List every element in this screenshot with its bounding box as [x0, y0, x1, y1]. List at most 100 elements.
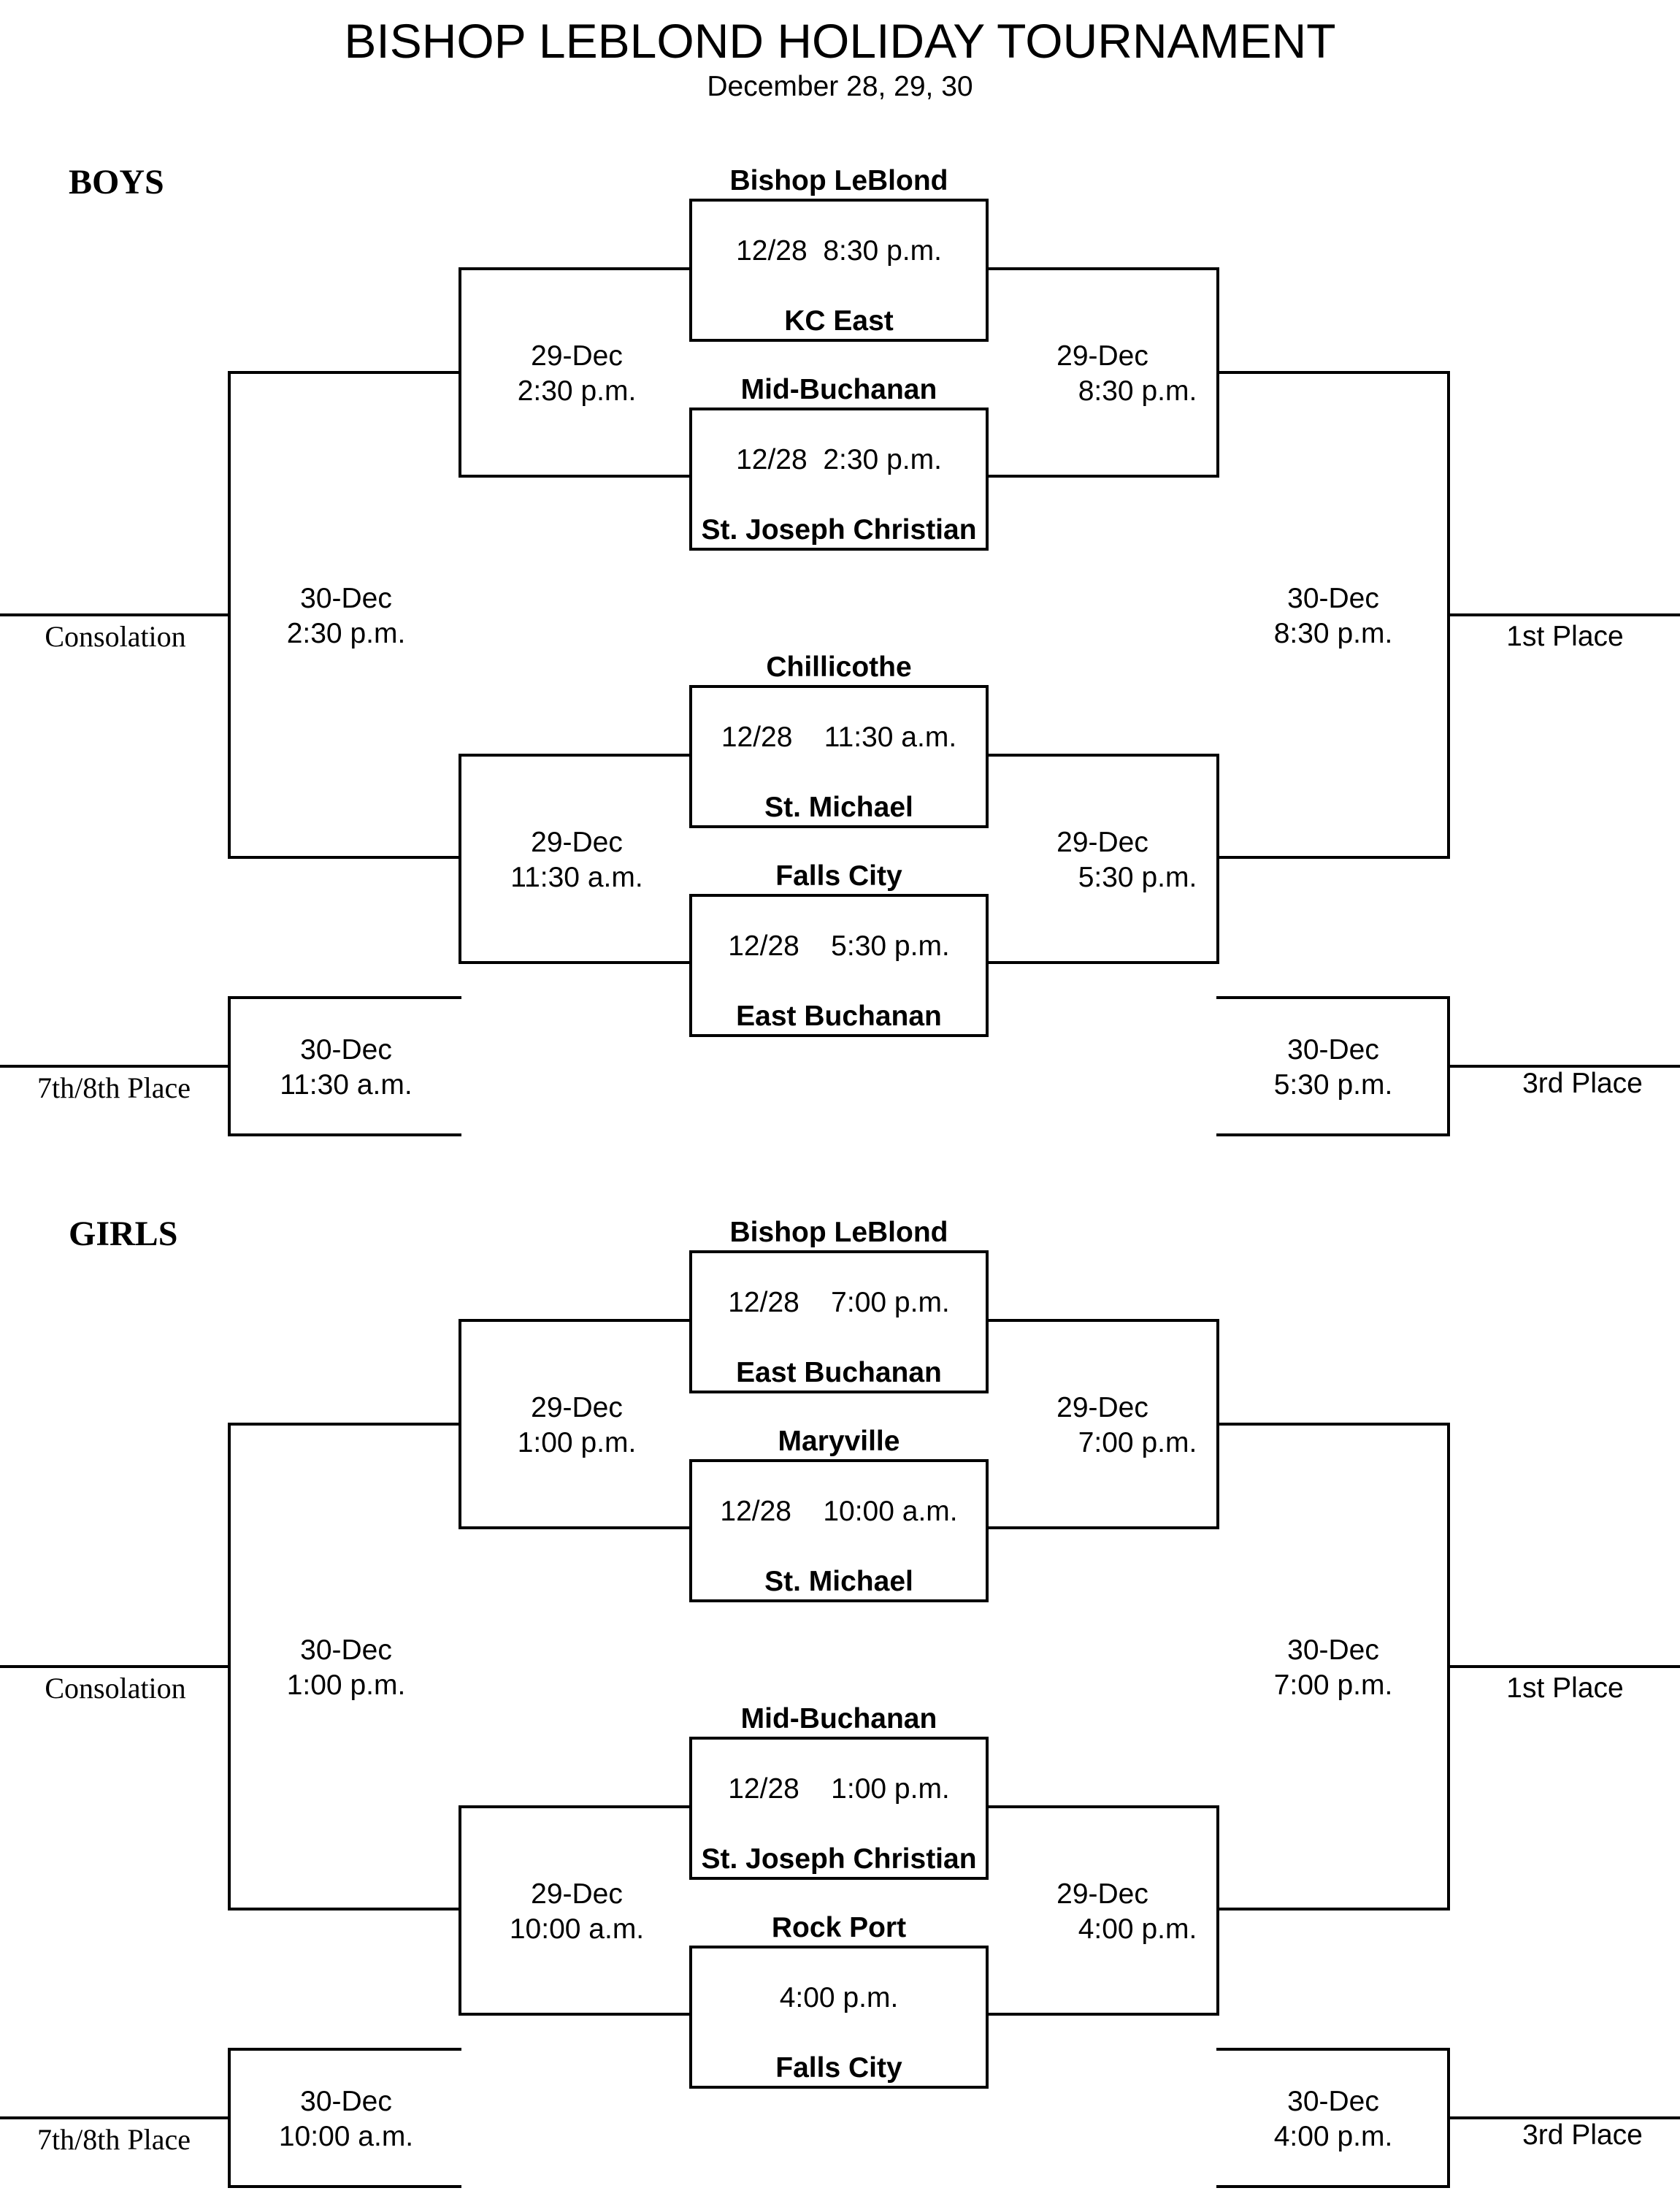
placement-label: 3rd Place — [1522, 2119, 1643, 2151]
game-box — [689, 1737, 989, 1880]
bracket-line — [0, 1665, 231, 1668]
team-name: Chillicothe — [766, 651, 912, 683]
game-box — [689, 199, 989, 342]
bracket-line — [459, 475, 691, 478]
bracket-line — [228, 1133, 461, 1136]
bracket-line — [0, 1065, 231, 1068]
game-time: 12/28 1:00 p.m. — [728, 1773, 950, 1805]
placement-label: 7th/8th Place — [37, 2123, 191, 2156]
team-name: KC East — [784, 305, 894, 337]
team-name: Mid-Buchanan — [740, 1703, 937, 1734]
bracket-line — [459, 961, 691, 964]
bracket-line — [987, 267, 1219, 270]
bracket-line — [987, 754, 1219, 757]
game-time: 10:00 a.m. — [278, 2121, 414, 2152]
bracket-line — [1216, 371, 1450, 374]
game-date: 30-Dec — [1287, 1634, 1379, 1666]
bracket-line — [228, 2048, 461, 2051]
team-name: Mid-Buchanan — [740, 374, 937, 405]
bracket-line — [987, 475, 1219, 478]
bracket-line — [228, 996, 461, 999]
bracket-line — [0, 613, 231, 616]
game-time: 11:30 a.m. — [280, 1069, 413, 1101]
game-time: 11:30 a.m. — [510, 862, 643, 893]
bracket-line — [459, 2013, 691, 2016]
bracket-line — [459, 1526, 691, 1529]
team-name: Bishop LeBlond — [729, 1217, 948, 1248]
team-name: Maryville — [778, 1426, 900, 1457]
bracket-heading: BOYS — [69, 163, 164, 202]
game-box — [689, 685, 989, 828]
bracket-line — [228, 1423, 461, 1426]
team-name: St. Joseph Christian — [701, 1843, 977, 1875]
bracket-line — [987, 961, 1219, 964]
page-title: BISHOP LEBLOND HOLIDAY TOURNAMENT — [344, 14, 1336, 68]
game-date: 29-Dec — [1056, 1878, 1148, 1910]
bracket-line — [0, 2116, 231, 2119]
placement-label: Consolation — [45, 620, 186, 653]
bracket-line — [459, 267, 691, 270]
bracket-line — [987, 1805, 1219, 1808]
game-time: 5:30 p.m. — [1273, 1069, 1393, 1101]
bracket-line — [987, 1526, 1219, 1529]
bracket-line — [228, 856, 461, 859]
bracket-line — [228, 371, 461, 374]
game-date: 29-Dec — [1056, 827, 1148, 858]
bracket-line — [987, 2013, 1219, 2016]
bracket-line — [459, 1319, 691, 1322]
bracket-line — [1216, 1908, 1450, 1910]
bracket-line — [1216, 1805, 1219, 2016]
game-time: 7:00 p.m. — [1273, 1669, 1393, 1701]
game-time: 12/28 8:30 p.m. — [736, 235, 942, 267]
game-date: 29-Dec — [531, 1878, 623, 1910]
game-time: 12/28 5:30 p.m. — [728, 930, 950, 962]
game-box — [689, 894, 989, 1037]
game-time: 1:00 p.m. — [286, 1669, 406, 1701]
game-box — [689, 1250, 989, 1393]
team-name: Rock Port — [771, 1912, 907, 1943]
team-name: Bishop LeBlond — [729, 165, 948, 196]
bracket-boys: BOYS — [0, 104, 1680, 1155]
game-date: 30-Dec — [1287, 2086, 1379, 2117]
bracket-line — [1216, 1133, 1450, 1136]
team-name: East Buchanan — [736, 1357, 942, 1388]
bracket-line — [228, 1908, 461, 1910]
game-time: 8:30 p.m. — [1078, 375, 1197, 407]
game-time: 4:00 p.m. — [1078, 1913, 1197, 1945]
bracket-line — [1216, 1423, 1450, 1426]
game-box — [689, 1459, 989, 1602]
team-name: Falls City — [775, 860, 902, 892]
bracket-girls: GIRLS — [0, 1155, 1680, 2207]
game-date: 29-Dec — [1056, 340, 1148, 372]
bracket-line — [228, 2185, 461, 2188]
bracket-line — [459, 754, 691, 757]
bracket-line — [987, 1319, 1219, 1322]
game-date: 30-Dec — [300, 1634, 392, 1666]
bracket-line — [1447, 2116, 1680, 2119]
placement-label: 3rd Place — [1522, 1068, 1643, 1099]
team-name: St. Joseph Christian — [701, 514, 977, 546]
game-time: 12/28 2:30 p.m. — [736, 444, 942, 475]
game-date: 29-Dec — [531, 827, 623, 858]
page-subtitle: December 28, 29, 30 — [707, 71, 973, 102]
game-date: 30-Dec — [300, 583, 392, 614]
game-date: 30-Dec — [1287, 1034, 1379, 1066]
game-time: 8:30 p.m. — [1273, 618, 1393, 649]
game-date: 30-Dec — [300, 1034, 392, 1066]
bracket-line — [459, 1805, 461, 2016]
game-date: 30-Dec — [1287, 583, 1379, 614]
team-name: St. Michael — [764, 792, 913, 823]
game-box — [689, 408, 989, 551]
team-name: St. Michael — [764, 1566, 913, 1597]
placement-label: Consolation — [45, 1672, 186, 1705]
bracket-line — [1447, 613, 1680, 616]
game-time: 2:30 p.m. — [286, 618, 406, 649]
game-time: 12/28 7:00 p.m. — [728, 1287, 950, 1318]
bracket-line — [1216, 754, 1219, 964]
bracket-line — [459, 754, 461, 964]
game-date: 29-Dec — [1056, 1392, 1148, 1423]
bracket-line — [1216, 2185, 1450, 2188]
game-time: 5:30 p.m. — [1078, 862, 1197, 893]
team-name: Falls City — [775, 2052, 902, 2084]
bracket-line — [1216, 996, 1450, 999]
